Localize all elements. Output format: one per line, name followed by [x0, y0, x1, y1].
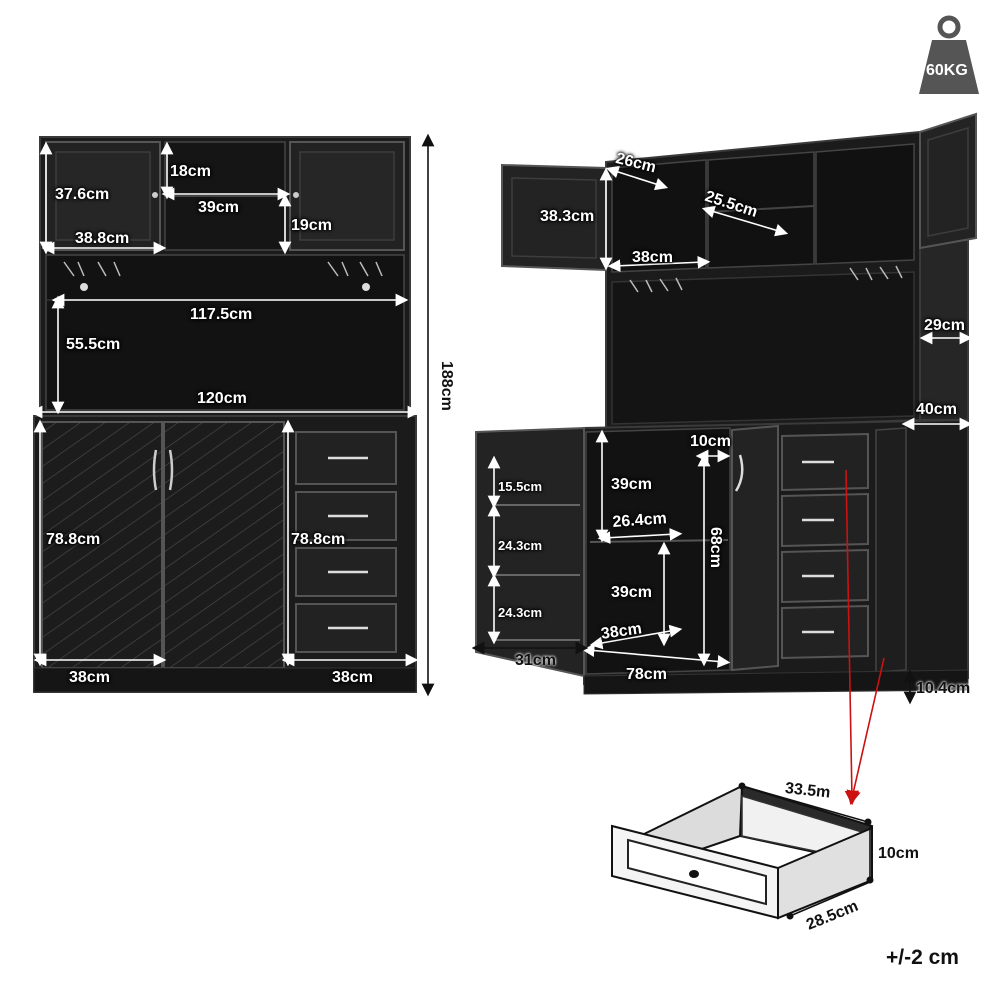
inner-lower-height-label: 39cm: [611, 584, 652, 601]
left-cabinet-width-label: 38cm: [69, 669, 110, 686]
door-shelf-2-label: 24.3cm: [498, 538, 543, 553]
open-view-dimension-lines: [487, 165, 973, 668]
upper-door-width-label: 38.8cm: [75, 230, 130, 247]
upper-door-height-label: 37.6cm: [55, 186, 110, 203]
base-width-label: 120cm: [197, 390, 247, 407]
drawer-detail: [611, 782, 874, 920]
tolerance-note: +/-2 cm: [886, 946, 959, 969]
hutch-depth-label: 29cm: [924, 317, 965, 334]
inner-shelf-depth-label: 26.4cm: [612, 510, 668, 531]
inner-full-height-label: 68cm: [707, 527, 724, 568]
door-width-label: 31cm: [515, 652, 556, 669]
door-shelf-1-label: 15.5cm: [498, 479, 543, 494]
open-space-height-label: 55.5cm: [66, 336, 121, 353]
drawer-column-height-label: 78.8cm: [291, 531, 346, 548]
center-shelf-top-label: 18cm: [170, 163, 211, 180]
upper-compartment-width-label: 38cm: [632, 249, 673, 266]
center-shelf-lower-label: 19cm: [291, 217, 332, 234]
weight-icon: [919, 15, 979, 94]
drawer-height-label: 10cm: [878, 845, 919, 862]
door-shelf-3-label: 24.3cm: [498, 605, 543, 620]
base-inner-width-label: 78cm: [626, 666, 667, 683]
weight-label: 60KG: [926, 62, 968, 79]
left-cabinet-height-label: 78.8cm: [46, 531, 101, 548]
open-view-cabinet: [475, 112, 977, 695]
open-space-width-label: 117.5cm: [190, 306, 253, 323]
front-view-dimension-lines: [29, 141, 421, 667]
door-width-line: [471, 641, 917, 705]
leg-height-label: 10.4cm: [916, 680, 971, 697]
drawer-column-width-label: 38cm: [332, 669, 373, 686]
upper-left-door-height-label: 38.3cm: [540, 208, 595, 225]
inner-top-height-label: 39cm: [611, 476, 652, 493]
front-view-cabinet: [33, 136, 417, 693]
drawer-pointer-arrows: [844, 469, 885, 806]
center-shelf-width-label: 39cm: [198, 199, 239, 216]
base-depth-label: 40cm: [916, 401, 957, 418]
total-height-label: 188cm: [438, 361, 455, 411]
door-inner-spacing-label: 10cm: [690, 433, 731, 450]
